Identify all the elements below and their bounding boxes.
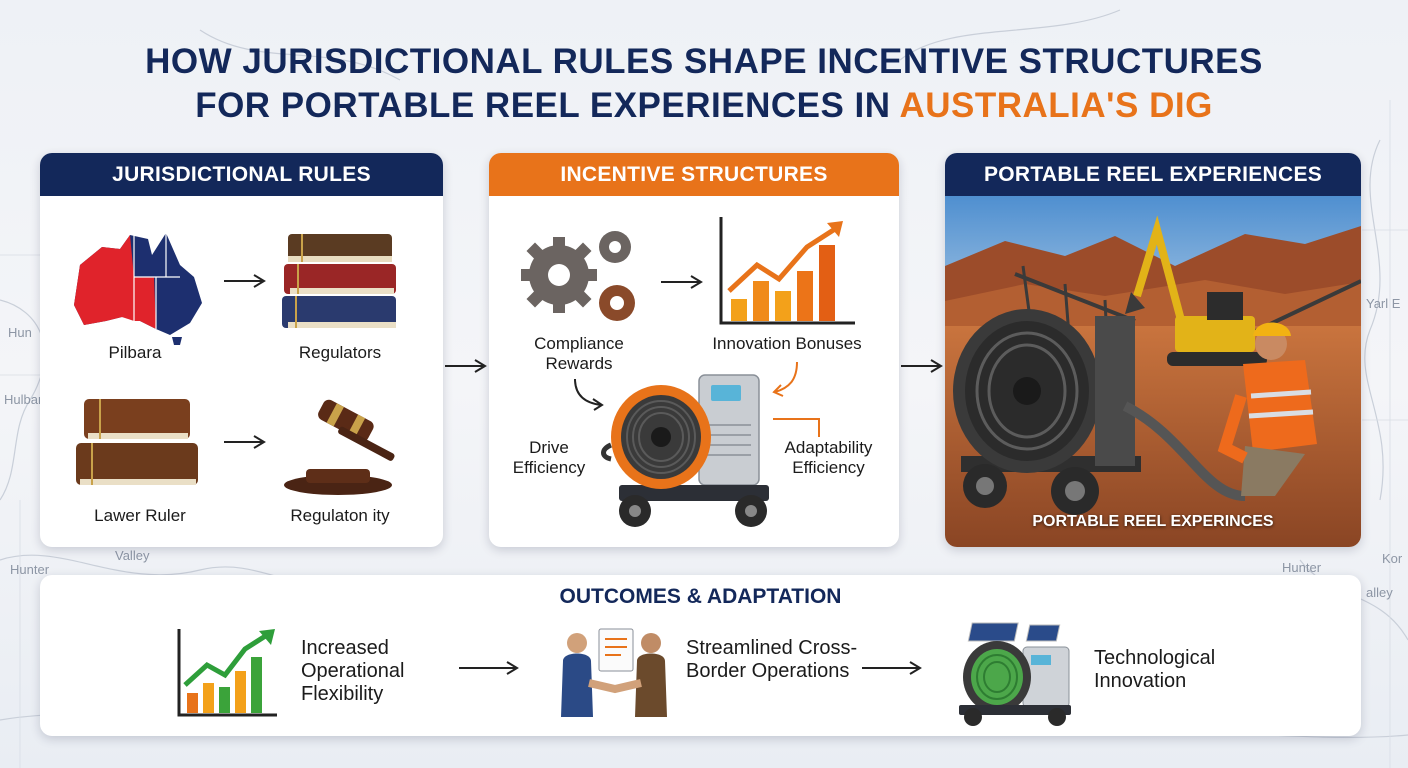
page-title: HOW JURISDICTIONAL RULES SHAPE INCENTIVE… xyxy=(0,40,1408,128)
map-label: Hulbar xyxy=(4,392,43,407)
mining-site-photo xyxy=(945,196,1361,547)
portable-reel-machine-icon xyxy=(601,374,769,527)
map-label: Valley xyxy=(115,548,150,563)
portable-reel-panel: PORTABLE REEL EXPERIENCES xyxy=(945,153,1361,547)
arrow-right-icon xyxy=(459,661,519,675)
map-label: Kor xyxy=(1382,551,1403,566)
outcome-cross-border: Streamlined Cross-Border Operations xyxy=(686,637,858,682)
innovation-bonuses-label: Innovation Bonuses xyxy=(712,334,862,353)
adaptability-efficiency-label: Adaptability Efficiency xyxy=(784,438,873,477)
title-line-2-prefix: FOR PORTABLE REEL EXPERIENCES IN xyxy=(195,86,900,125)
curved-arrow-icon xyxy=(574,378,604,411)
bracket-line-icon xyxy=(773,418,820,437)
arrow-right-icon xyxy=(661,275,703,289)
arrow-right-icon xyxy=(224,274,266,288)
outcomes-title: OUTCOMES & ADAPTATION xyxy=(559,585,842,608)
map-label: alley xyxy=(1366,585,1393,600)
title-line-2: FOR PORTABLE REEL EXPERIENCES IN AUSTRAL… xyxy=(0,84,1408,128)
outcome-operational-flexibility: Increased Operational Flexibility xyxy=(301,637,405,705)
map-label: Yarl E xyxy=(1366,296,1401,311)
arrow-right-icon xyxy=(224,435,266,449)
jurisdictional-rules-panel: JURISDICTIONAL RULES Pilbara Regulators … xyxy=(40,153,443,547)
incentive-structures-header: INCENTIVE STRUCTURES xyxy=(489,153,899,196)
handshake-icon xyxy=(561,628,667,717)
portable-reel-caption: PORTABLE REEL EXPERINCES xyxy=(1032,513,1274,530)
outcomes-panel: OUTCOMES & ADAPTATION Increased Operatio… xyxy=(40,575,1361,736)
drive-efficiency-label: Drive Efficiency xyxy=(512,438,586,477)
map-label: Hun xyxy=(8,325,32,340)
map-label: Hunter xyxy=(10,562,50,577)
law-book-icon xyxy=(76,399,198,485)
flow-arrow-icon xyxy=(445,359,487,373)
arrow-right-icon xyxy=(862,661,922,675)
map-label: Hunter xyxy=(1282,560,1322,575)
curved-arrow-icon xyxy=(772,361,798,397)
title-line-1: HOW JURISDICTIONAL RULES SHAPE INCENTIVE… xyxy=(145,42,1263,81)
australia-map-icon xyxy=(74,233,202,345)
growth-chart-icon xyxy=(719,217,855,325)
incentive-structures-panel: INCENTIVE STRUCTURES Compliance Rewards xyxy=(489,153,899,547)
portable-reel-header: PORTABLE REEL EXPERIENCES xyxy=(945,153,1361,196)
regulatority-label: Regulaton ity xyxy=(290,506,390,525)
law-books-icon xyxy=(282,234,396,328)
gears-icon xyxy=(521,231,635,321)
pilbara-label: Pilbara xyxy=(108,343,162,362)
outcome-technological-innovation: Technological Innovation xyxy=(1094,647,1216,692)
title-line-2-accent: AUSTRALIA'S DIG xyxy=(899,86,1213,125)
gavel-icon xyxy=(284,399,395,495)
compliance-rewards-label: Compliance Rewards xyxy=(534,334,624,373)
lawer-ruler-label: Lawer Ruler xyxy=(94,506,186,525)
solar-reel-icon xyxy=(959,622,1071,726)
flow-arrow-icon xyxy=(901,359,943,373)
growth-chart-icon xyxy=(177,629,277,717)
jurisdictional-rules-header: JURISDICTIONAL RULES xyxy=(40,153,443,196)
regulators-label: Regulators xyxy=(298,343,382,362)
